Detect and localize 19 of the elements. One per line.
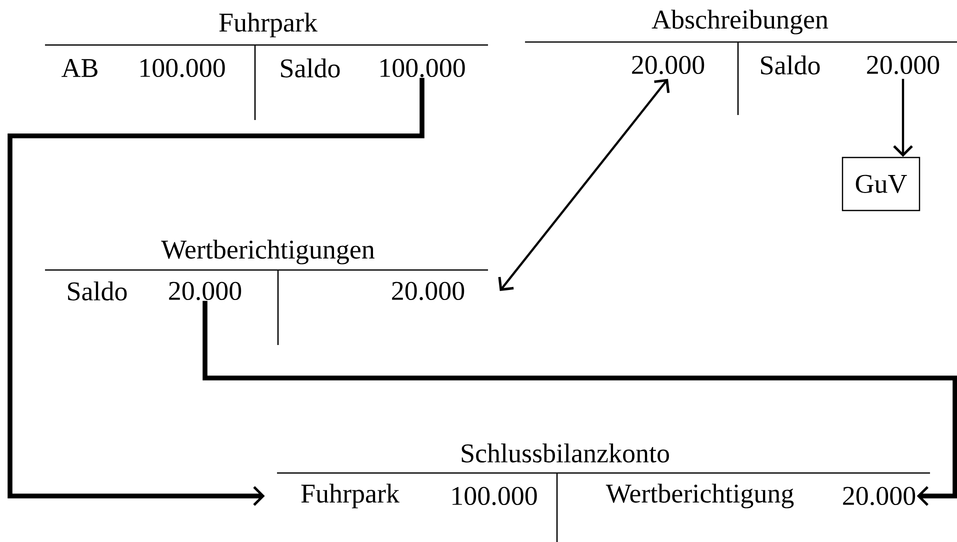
entry-text: 20.000 [632,56,704,74]
entry-text: 100.000 [380,58,465,78]
arrow [893,78,913,157]
arrow [498,78,670,291]
entry-text: Fuhrpark [301,484,400,508]
entry-text: 20.000 [169,282,242,300]
entry-text: Saldo [68,282,127,300]
entry-text: 20.000 [843,486,916,506]
entry-text: Saldo [761,56,820,74]
account-box: GuV [842,156,920,212]
arrow [8,78,424,506]
entry-text: Wertberichtigung [606,484,794,508]
arrow [202,300,957,506]
entry-text: Saldo [281,58,340,78]
entry-text: 20.000 [867,56,940,74]
entry-text: 100.000 [452,486,537,506]
entry-text: 20.000 [392,282,464,300]
entry-text: 100.000 [140,58,225,78]
entry-text: AB [62,59,98,77]
